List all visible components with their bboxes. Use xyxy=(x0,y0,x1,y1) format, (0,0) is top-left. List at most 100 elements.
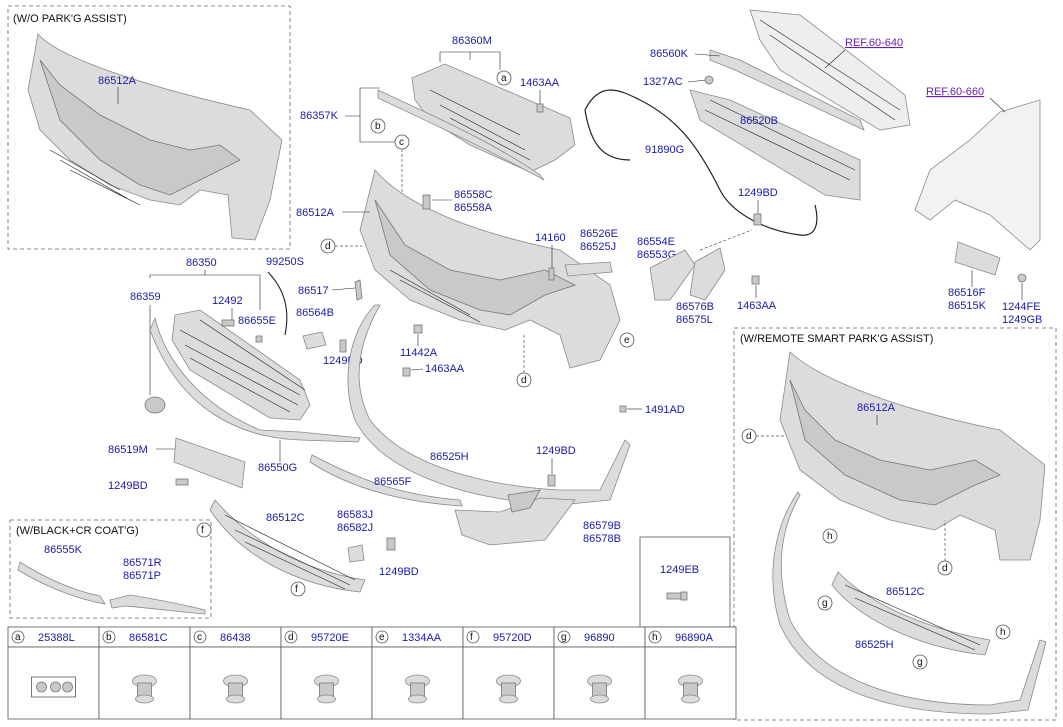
legend-part-number[interactable]: 25388L xyxy=(38,632,75,644)
label-1463AA-b[interactable]: 1463AA xyxy=(737,300,777,312)
label-99250S[interactable]: 99250S xyxy=(266,256,304,268)
label-86575L[interactable]: 86575L xyxy=(676,314,713,326)
radiator-grille-86350[interactable] xyxy=(171,309,311,421)
screw-1249BD-b[interactable] xyxy=(339,339,347,353)
label-1249BD-a[interactable]: 1249BD xyxy=(738,187,778,199)
cover-86517[interactable] xyxy=(354,279,363,301)
screw-1249BD-c[interactable] xyxy=(175,478,189,486)
label-86576B[interactable]: 86576B xyxy=(676,301,714,313)
label-86553G[interactable]: 86553G xyxy=(637,249,676,261)
bumper-cover-86512A-center[interactable] xyxy=(359,169,621,369)
bracket-86564B[interactable] xyxy=(302,331,327,350)
bolt-11442A[interactable] xyxy=(413,324,423,334)
label-1249EB[interactable]: 1249EB xyxy=(660,564,699,576)
side-bracket-86554E[interactable] xyxy=(649,249,696,301)
label-11442A[interactable]: 11442A xyxy=(400,347,438,359)
label-1244FE[interactable]: 1244FE xyxy=(1002,301,1041,313)
label-86583J[interactable]: 86583J xyxy=(337,509,373,521)
bolt-1249EB[interactable] xyxy=(666,591,688,601)
label-86558C[interactable]: 86558C xyxy=(454,189,493,201)
label-86512A-top[interactable]: 86512A xyxy=(98,75,137,87)
molding-86571R[interactable] xyxy=(109,594,206,615)
label-86525J[interactable]: 86525J xyxy=(580,241,616,253)
label-86357K[interactable]: 86357K xyxy=(300,110,339,122)
bracket-86526E[interactable] xyxy=(564,261,613,277)
label-86359[interactable]: 86359 xyxy=(130,291,161,303)
label-91890G[interactable]: 91890G xyxy=(645,144,684,156)
label-86519M[interactable]: 86519M xyxy=(108,444,148,456)
label-86526E[interactable]: 86526E xyxy=(580,228,618,240)
label-86517[interactable]: 86517 xyxy=(298,285,329,297)
clip-1463AA-b[interactable] xyxy=(751,275,760,285)
legend-part-number[interactable]: 95720E xyxy=(311,632,349,644)
grille-molding-86550G[interactable] xyxy=(149,316,361,443)
wiring-harness-91890G[interactable] xyxy=(584,89,818,236)
emblem-86359[interactable] xyxy=(144,396,166,414)
lower-bumper-86525H-right[interactable] xyxy=(772,491,1047,715)
radiator-support-panel-86360M[interactable] xyxy=(411,63,576,173)
label-86571R[interactable]: 86571R xyxy=(123,557,162,569)
skid-plate-86579B[interactable] xyxy=(454,497,576,546)
lower-bumper-86525H-center[interactable] xyxy=(347,304,631,506)
legend-part-number[interactable]: 1334AA xyxy=(402,632,442,644)
label-86550G[interactable]: 86550G xyxy=(258,462,297,474)
label-86571P[interactable]: 86571P xyxy=(123,570,161,582)
label-86554E[interactable]: 86554E xyxy=(637,236,675,248)
pin-14160[interactable] xyxy=(548,267,555,281)
bracket-86519M[interactable] xyxy=(173,437,246,489)
label-86360M[interactable]: 86360M xyxy=(452,35,492,47)
clip-86655E[interactable] xyxy=(255,335,263,343)
label-14160[interactable]: 14160 xyxy=(535,232,566,244)
label-1491AD[interactable]: 1491AD xyxy=(645,404,685,416)
screw-1249BD-a[interactable] xyxy=(753,213,762,226)
label-86512C-right[interactable]: 86512C xyxy=(886,586,925,598)
legend-part-number[interactable]: 86581C xyxy=(129,632,168,644)
label-86582J[interactable]: 86582J xyxy=(337,522,373,534)
molding-86565F[interactable] xyxy=(309,454,463,507)
ref-60-660[interactable]: REF.60-660 xyxy=(926,86,984,98)
ref-60-640[interactable]: REF.60-640 xyxy=(845,37,903,49)
label-86558A[interactable]: 86558A xyxy=(454,202,493,214)
label-1327AC[interactable]: 1327AC xyxy=(643,76,683,88)
front-bumper-beam-86520B[interactable] xyxy=(689,89,861,201)
absorber-86560K[interactable] xyxy=(709,49,865,131)
bracket-86583J[interactable] xyxy=(347,544,365,563)
lower-grille-86512C-center[interactable] xyxy=(209,499,366,593)
molding-86555K[interactable] xyxy=(17,561,106,605)
label-86525H-mid[interactable]: 86525H xyxy=(430,451,469,463)
legend-part-number[interactable]: 96890A xyxy=(675,632,714,644)
label-86512A-right[interactable]: 86512A xyxy=(857,402,896,414)
screw-1244FE[interactable] xyxy=(1017,273,1027,283)
label-86515K[interactable]: 86515K xyxy=(948,300,987,312)
screw-1249BD-d[interactable] xyxy=(547,474,556,487)
legend-part-number[interactable]: 86438 xyxy=(220,632,251,644)
label-1463AA-c[interactable]: 1463AA xyxy=(425,363,465,375)
trim-86579B[interactable] xyxy=(507,489,541,513)
bumper-cover-wo-park-assist[interactable] xyxy=(27,33,283,241)
legend-part-number[interactable]: 95720D xyxy=(493,632,532,644)
label-86565F[interactable]: 86565F xyxy=(374,476,412,488)
label-1249GB[interactable]: 1249GB xyxy=(1002,314,1042,326)
clip-1463AA-c[interactable] xyxy=(402,367,411,377)
clip-1491AD[interactable] xyxy=(619,405,627,413)
label-86564B[interactable]: 86564B xyxy=(296,307,334,319)
legend-part-number[interactable]: 96890 xyxy=(584,632,615,644)
bracket-86558C[interactable] xyxy=(422,194,431,210)
screw-12492[interactable] xyxy=(221,319,235,327)
mudguard-86516F[interactable] xyxy=(954,241,1001,276)
side-bracket-86576B[interactable] xyxy=(689,247,726,301)
clip-1463AA-a[interactable] xyxy=(536,103,544,113)
label-12492[interactable]: 12492 xyxy=(212,295,243,307)
label-86555K[interactable]: 86555K xyxy=(44,544,83,556)
label-86512A-mid[interactable]: 86512A xyxy=(296,207,335,219)
label-86520B[interactable]: 86520B xyxy=(740,115,778,127)
label-1249BD-c[interactable]: 1249BD xyxy=(108,480,148,492)
label-86578B[interactable]: 86578B xyxy=(583,533,621,545)
label-1249BD-e[interactable]: 1249BD xyxy=(379,566,419,578)
